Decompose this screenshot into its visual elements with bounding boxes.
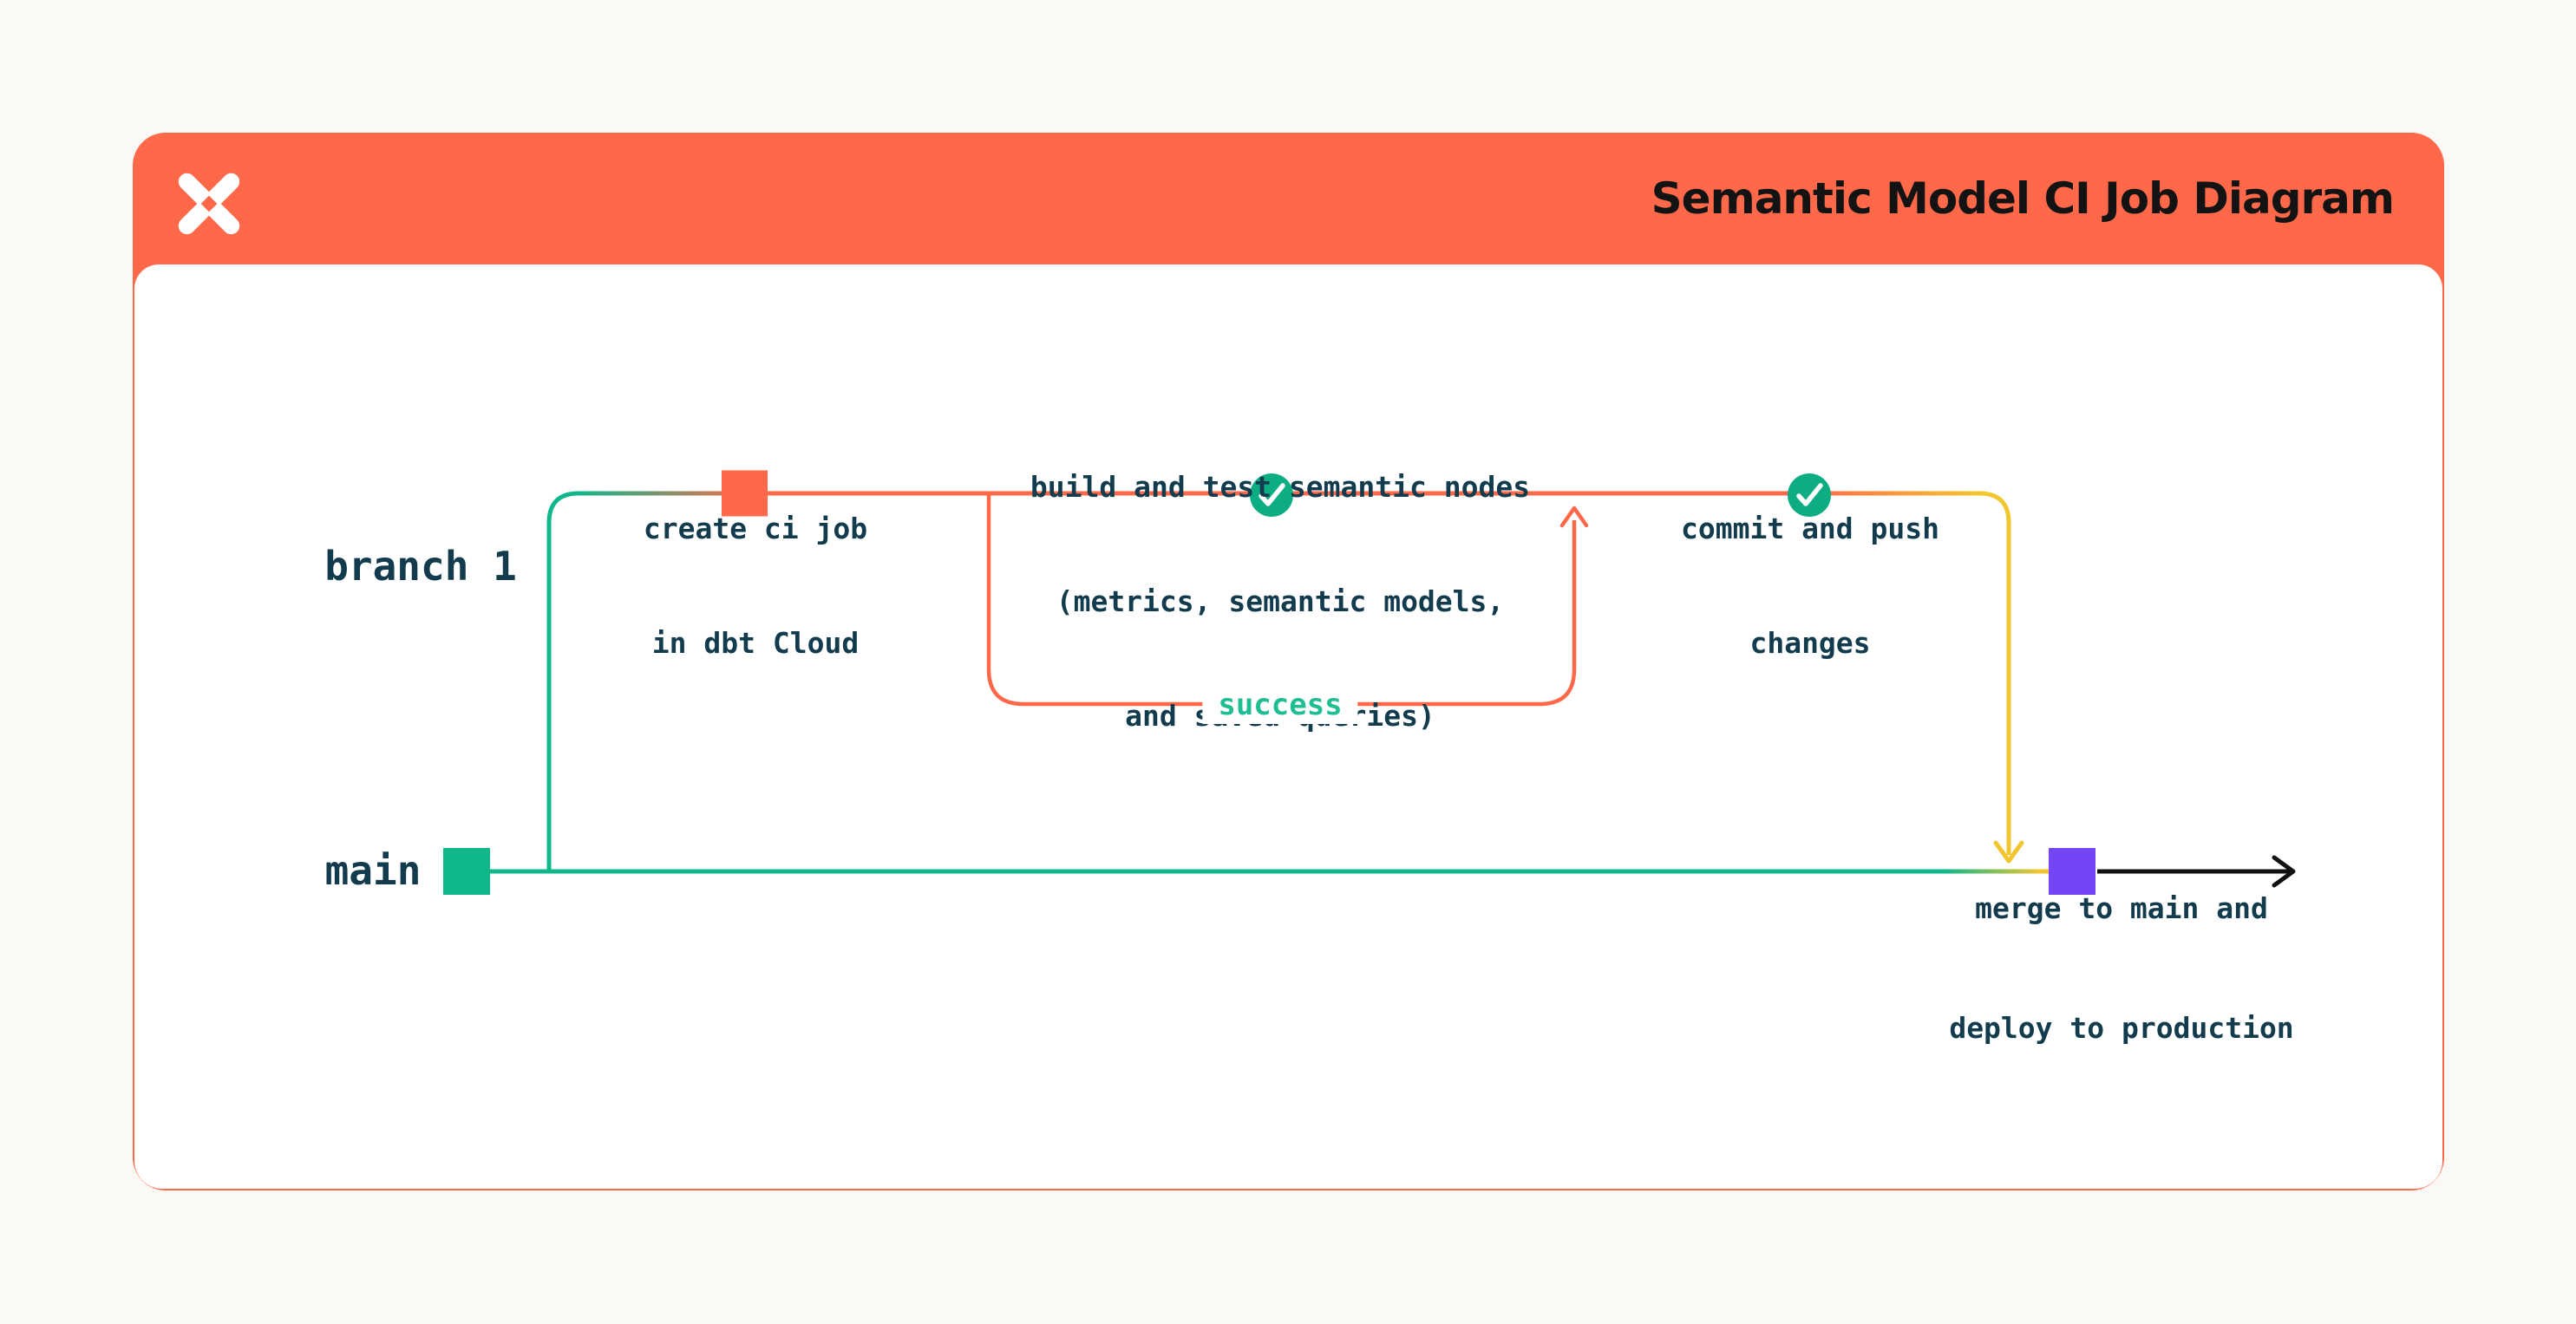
dbt-logo-icon <box>171 166 247 242</box>
page-title: Semantic Model CI Job Diagram <box>1651 173 2395 224</box>
diagram-card: Semantic Model CI Job Diagram <box>133 133 2444 1190</box>
card-header: Semantic Model CI Job Diagram <box>133 133 2444 266</box>
card-body <box>134 264 2442 1189</box>
